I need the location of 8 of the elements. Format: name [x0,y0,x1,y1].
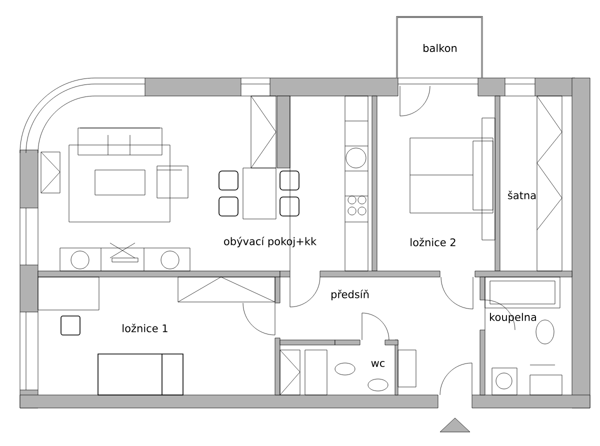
room-label: ložnice 2 [410,238,456,246]
room-label: koupelna [490,312,536,324]
room-label: ložnice 1 [122,324,168,332]
room-label: wc [371,360,385,367]
room-label: šatna [508,190,536,200]
room-label: balkon [424,44,457,52]
room-label: obývací pokoj+kk [224,236,317,248]
room-label: předsíň [332,290,369,300]
